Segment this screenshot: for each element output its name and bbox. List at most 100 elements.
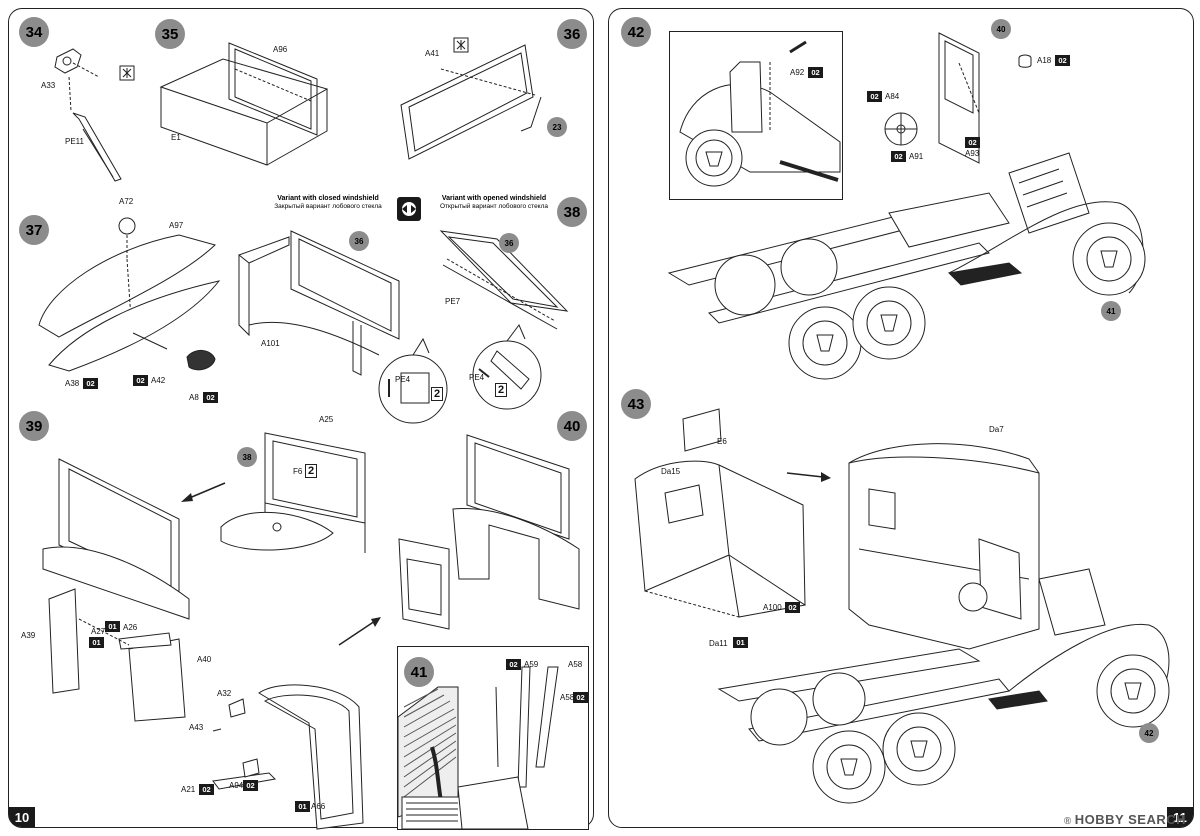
instruction-page-left: 34 A33 PE11 35 A96 E1 36 A41 23 37 [8,8,594,830]
color-badge: 02 [891,151,906,162]
part-label: A18 [1037,56,1052,65]
step-40-drawing [389,429,589,629]
detail-magnifier-closed [377,339,453,425]
open-windshield-drawing [437,225,587,335]
windshield-assembly-drawing [215,423,395,553]
watermark-symbol: ® [1063,816,1072,827]
step-37-drawing [29,209,229,399]
closed-windshield-drawing [229,225,409,375]
step-number-43: 43 [621,389,651,419]
reference-circle: 36 [499,233,519,253]
part-label: A26 [123,623,138,632]
color-badge: 01 [89,637,104,648]
color-badge: 02 [506,659,521,670]
step-42-inset-drawing [670,32,842,199]
step-number-36: 36 [557,19,587,49]
direction-arrow [181,479,229,502]
variant-choice-icon [397,197,421,221]
step-42-truck-drawing [649,23,1159,393]
part-label: A43 [189,723,204,732]
step-34-drawing [29,39,149,189]
part-label: A97 [169,221,184,230]
direction-arrow [785,472,831,482]
part-label: A8 [189,393,199,402]
variant-open-en: Variant with opened windshield [441,195,547,202]
quantity-mark: 2 [305,464,318,478]
part-label: A72 [119,197,134,206]
page-number: 10 [9,807,35,827]
detail-magnifier-open [467,325,547,411]
part-label: PE4 [469,373,485,382]
variant-open-caption: Variant with opened windshield Открытый … [429,195,559,211]
color-badge: 02 [243,780,258,791]
part-label: Da7 [989,425,1004,434]
part-label: A66 [311,802,326,811]
step-39-drawing [29,449,229,719]
part-label: A101 [261,339,280,348]
color-badge: 02 [1055,55,1070,66]
reference-circle: 41 [1101,301,1121,321]
part-label: A91 [909,152,924,161]
part-label: PE7 [445,297,461,306]
color-badge: 02 [133,375,148,386]
part-label: A39 [21,631,36,640]
part-label: A58 [560,693,575,702]
color-badge: 02 [199,784,214,795]
part-label: A100 [763,603,782,612]
reference-circle: 36 [349,231,369,251]
color-badge: 02 [203,392,218,403]
reference-circle: 23 [547,117,567,137]
part-label: A93 [965,149,980,158]
variant-closed-caption: Variant with closed windshield Закрытый … [263,195,393,211]
watermark: ®HOBBY SEARCH [1064,812,1186,827]
color-badge: 01 [105,621,120,632]
step-number-41: 41 [404,657,434,687]
color-badge: 01 [295,801,310,812]
part-label: F6 [293,467,303,476]
step-number-42: 42 [621,17,651,47]
part-label: A40 [197,655,212,664]
step-41-inset: 41 02 A59 A58 A58 02 [397,646,589,830]
part-label: A96 [273,45,288,54]
part-label: Da11 [709,639,728,648]
step-number-34: 34 [19,17,49,47]
part-label: A32 [217,689,232,698]
step-number-35: 35 [155,19,185,49]
color-badge: 02 [965,137,980,148]
part-label: A59 [524,660,539,669]
step-number-40: 40 [557,411,587,441]
part-label: A27 [91,627,106,636]
part-label: A84 [885,92,900,101]
instruction-page-right: 42 A92 02 [608,8,1194,828]
step-number-37: 37 [19,215,49,245]
variant-closed-ru: Закрытый вариант лобового стекла [274,203,382,210]
reference-circle: 38 [237,447,257,467]
reference-circle: 40 [991,19,1011,39]
step-43-truck-drawing [709,429,1179,819]
step-42-inset: A92 02 [669,31,843,200]
variant-closed-en: Variant with closed windshield [277,195,379,202]
part-label: A94 [229,781,244,790]
part-label: E1 [171,133,181,142]
part-label: E6 [717,437,727,446]
radiator-parts-drawing [199,673,389,833]
step-35-drawing [157,39,337,179]
part-label: A33 [41,81,56,90]
part-label: PE11 [65,137,84,146]
step-43-cab-parts-drawing [629,405,819,645]
reference-circle: 42 [1139,723,1159,743]
cement-symbol-icon [453,37,469,53]
part-label: Da15 [661,467,681,476]
step-36-drawing [395,39,565,179]
page-number: 11 [1167,807,1193,827]
quantity-mark: 2 [495,383,508,397]
part-label: A38 [65,379,80,388]
part-label: A42 [151,376,166,385]
part-label: A41 [425,49,440,58]
part-label: PE4 [395,375,411,384]
color-badge: 02 [867,91,882,102]
color-badge: 02 [573,692,588,703]
step-number-39: 39 [19,411,49,441]
watermark-text: HOBBY SEARCH [1074,812,1186,827]
color-badge: 02 [785,602,800,613]
